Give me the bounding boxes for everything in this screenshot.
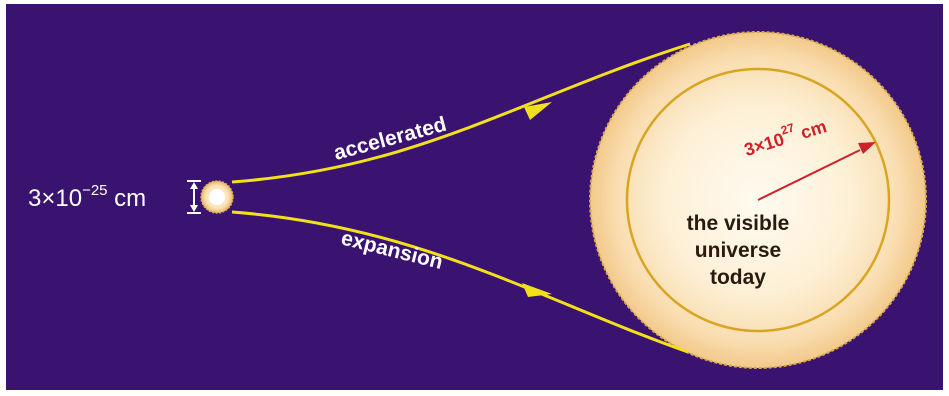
- universe-line-1: the visible: [676, 210, 800, 237]
- accelerated-label: accelerated: [331, 113, 449, 165]
- universe-line-2: universe: [676, 237, 800, 264]
- expansion-label: expansion: [339, 227, 445, 274]
- early-universe-core: [209, 189, 225, 205]
- visible-universe-label: the visible universe today: [676, 210, 800, 291]
- early-size-label: 3×10−25 cm: [28, 184, 146, 213]
- universe-line-3: today: [676, 264, 800, 291]
- size-bracket-icon: [187, 181, 201, 213]
